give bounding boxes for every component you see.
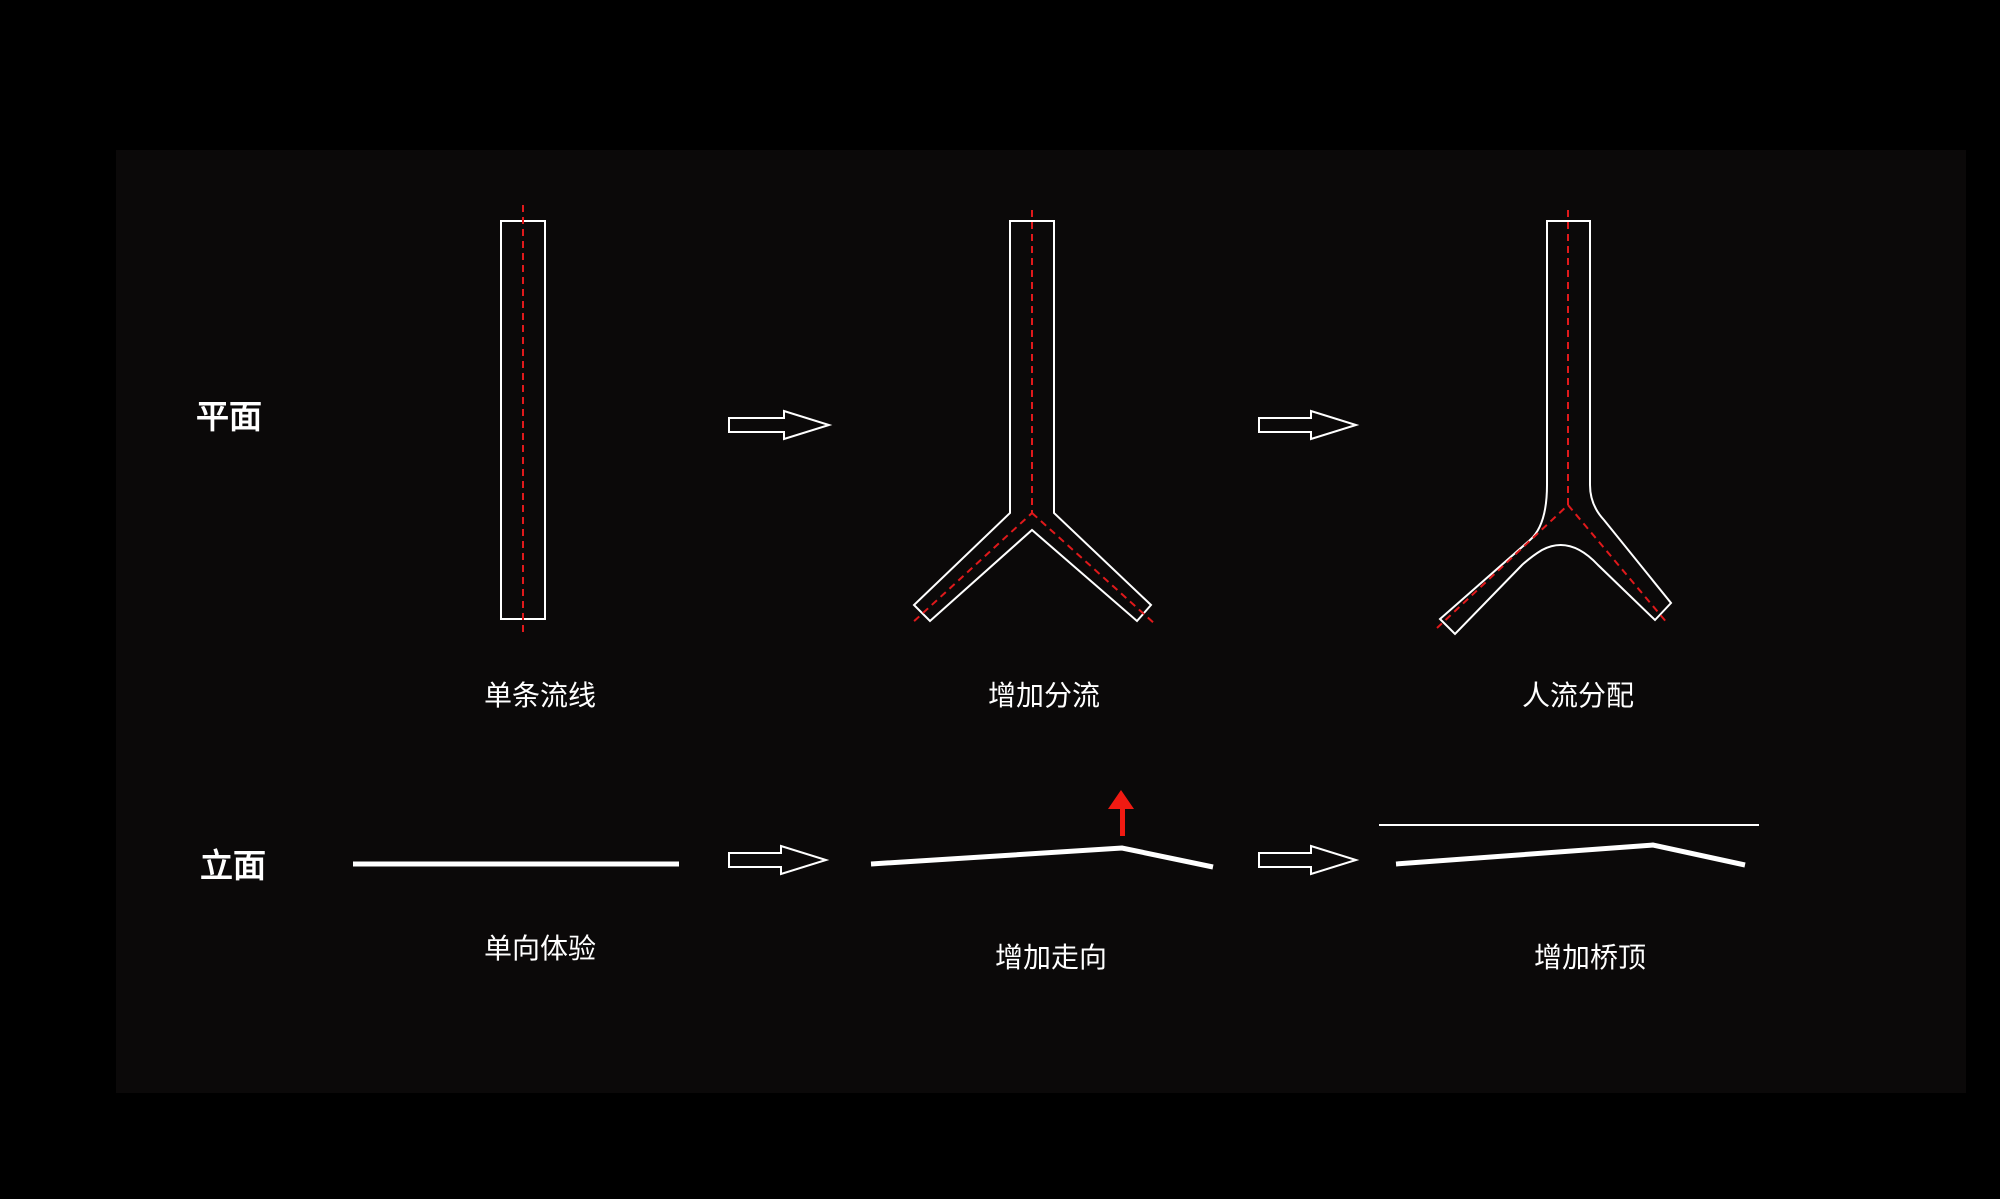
branch-centerline: [910, 210, 1156, 625]
branch-outline: [1438, 220, 1673, 636]
arrow-right-icon: [728, 844, 830, 876]
elevation-sloped-line: [1395, 842, 1746, 868]
caption-one-way-experience: 单向体验: [484, 932, 596, 965]
plan-branch-sharp: [910, 210, 1156, 625]
plan-branch-curved: [1436, 210, 1673, 636]
caption-single-flow: 单条流线: [484, 679, 596, 712]
arrow-right-icon: [1258, 844, 1360, 876]
caption-add-branch: 增加分流: [988, 679, 1100, 712]
branch-centerline: [1436, 210, 1669, 629]
row-label-elevation: 立面: [200, 846, 266, 885]
caption-add-direction: 增加走向: [995, 941, 1107, 974]
arrow-right-icon: [728, 409, 833, 441]
branch-outline: [912, 220, 1153, 623]
caption-add-bridge-roof: 增加桥顶: [1534, 941, 1646, 974]
plan-single-corridor: [500, 205, 546, 636]
elevation-sloped-line: [870, 845, 1214, 870]
arrow-up-icon: [1108, 790, 1134, 836]
arrow-right-icon: [1258, 409, 1360, 441]
diagram-panel: [116, 150, 1966, 1093]
caption-flow-distribution: 人流分配: [1522, 679, 1634, 712]
row-label-plan: 平面: [196, 397, 262, 436]
